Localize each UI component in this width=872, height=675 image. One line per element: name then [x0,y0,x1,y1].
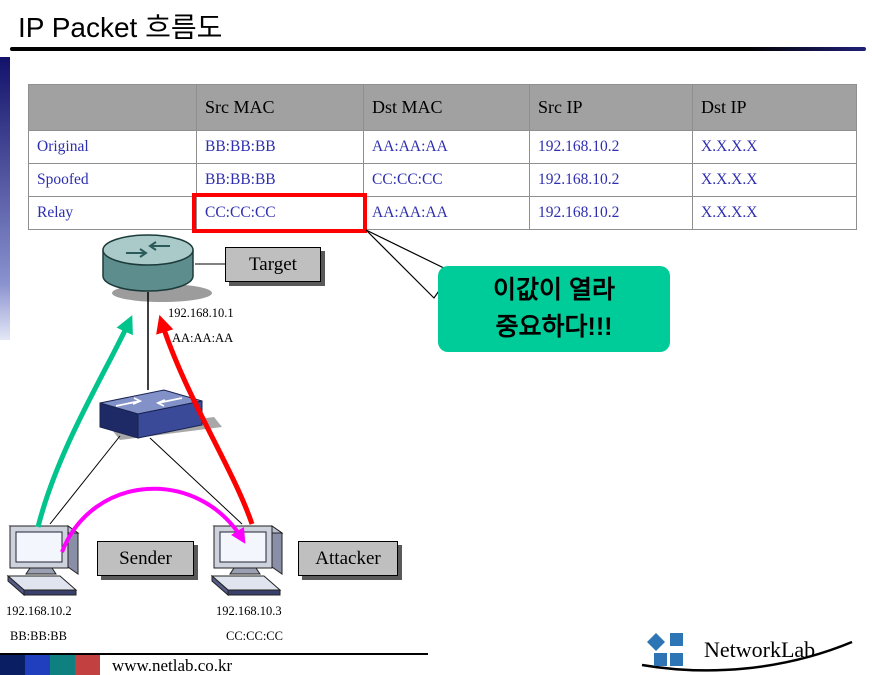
callout-bubble: 이값이 열라 중요하다!!! [438,266,670,352]
table-row-spoofed: Spoofed BB:BB:BB CC:CC:CC 192.168.10.2 X… [28,163,857,197]
cell-original-dst-mac: AA:AA:AA [363,130,530,164]
cell-spoofed-src-mac: BB:BB:BB [196,163,364,197]
table-row-relay: Relay CC:CC:CC AA:AA:AA 192.168.10.2 X.X… [28,196,857,230]
cell-original-src-mac: BB:BB:BB [196,130,364,164]
left-accent-bar [0,57,10,340]
footer-block-navy [0,655,25,675]
sender-label-text: Sender [119,547,172,569]
networklab-logo: NetworkLab [632,629,860,673]
switch-attacker-link [149,437,243,525]
footer-block-blue [25,655,50,675]
callout-text-line2: 중요하다!!! [495,313,613,341]
target-mac-label: AA:AA:AA [172,331,234,345]
sender-mac-label: BB:BB:BB [10,629,67,643]
cell-relay-dst-ip: X.X.X.X [692,196,857,230]
logo-squares-icon [647,633,683,666]
cell-spoofed-dst-mac: CC:CC:CC [363,163,530,197]
sender-ip-label: 192.168.10.2 [6,604,72,618]
col-header-src-ip: Src IP [529,84,693,131]
highlight-box [192,193,367,233]
cell-original-dst-ip: X.X.X.X [692,130,857,164]
cell-original-src-ip: 192.168.10.2 [529,130,693,164]
arrow-original-flow [35,315,133,528]
cell-relay-dst-mac: AA:AA:AA [363,196,530,230]
col-header-dst-mac: Dst MAC [363,84,530,131]
logo-swoosh [641,640,853,672]
footer-url: www.netlab.co.kr [112,656,233,675]
col-header-empty [28,84,197,131]
arrow-relay-flow [156,314,255,525]
attacker-ip-label: 192.168.10.3 [216,604,282,618]
router-icon [102,234,212,302]
attacker-pc-icon [211,525,283,596]
attacker-mac-label: CC:CC:CC [226,629,283,643]
cell-spoofed-dst-ip: X.X.X.X [692,163,857,197]
target-label: Target [225,247,321,282]
table-row-original: Original BB:BB:BB AA:AA:AA 192.168.10.2 … [28,130,857,164]
attacker-label: Attacker [298,541,398,576]
target-ip-label: 192.168.10.1 [168,306,234,320]
col-header-src-mac: Src MAC [196,84,364,131]
logo-text: NetworkLab [704,637,816,662]
row-label-original: Original [28,130,197,164]
row-label-relay: Relay [28,196,197,230]
footer-divider [0,653,428,655]
sender-label: Sender [97,541,194,576]
cell-relay-src-ip: 192.168.10.2 [529,196,693,230]
callout-text-line1: 이값이 열라 [493,276,615,304]
page-title: IP Packet 흐름도 [18,12,223,43]
col-header-dst-ip: Dst IP [692,84,857,131]
arrow-spoofed-flow [60,486,246,553]
switch-icon [99,389,222,440]
row-label-spoofed: Spoofed [28,163,197,197]
target-label-text: Target [249,253,297,275]
title-underline [10,47,866,51]
attacker-label-text: Attacker [315,547,381,569]
footer-color-blocks [0,655,100,675]
footer-block-teal [50,655,75,675]
footer-block-red [75,655,100,675]
switch-sender-link [49,435,121,525]
packet-table: Src MAC Dst MAC Src IP Dst IP Original B… [28,84,857,230]
cell-relay-src-mac: CC:CC:CC [196,196,364,230]
cell-spoofed-src-ip: 192.168.10.2 [529,163,693,197]
table-header-row: Src MAC Dst MAC Src IP Dst IP [28,84,857,131]
